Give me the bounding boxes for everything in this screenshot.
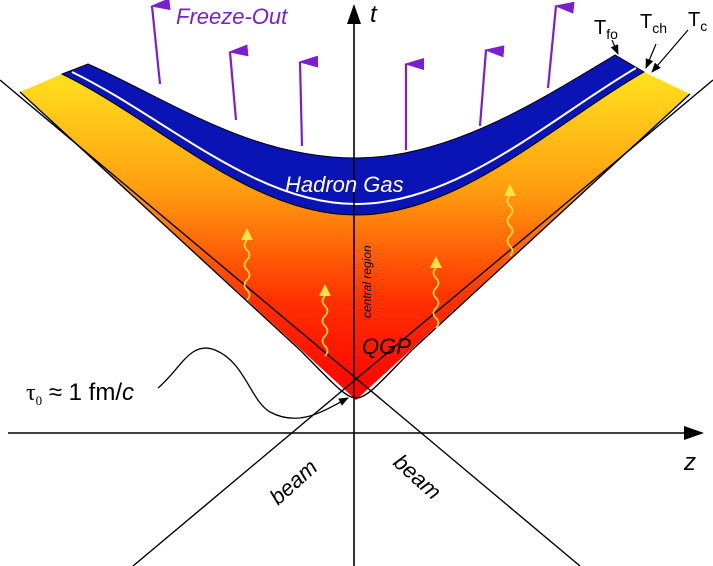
tau0-label: τ0 ≈ 1 fm/c [26,379,134,408]
freeze-out-arrows [150,0,575,150]
arrow-up-icon [298,55,319,147]
hadron-gas-label: Hadron Gas [285,172,404,197]
t-ch-label: Tch [640,11,667,36]
wavy-arrow-icon [243,239,251,301]
arrow-up-icon [228,44,249,121]
photon-emissions [243,195,514,357]
wavy-arrow-icon [432,267,440,329]
t-fo-label: Tfo [594,17,618,42]
wavy-arrow-icon [506,195,514,257]
light-cone-left [0,79,581,566]
z-axis-label: z [683,449,696,476]
central-region-label: central region [360,245,374,318]
arrow-up-icon [546,1,575,89]
t-ch-pointer [645,43,657,69]
beam-left-label: beam [265,454,323,509]
t-c-label: Tc [688,9,707,34]
chemical-freeze-out-line [71,67,637,206]
tau0-pointer [157,347,349,419]
t-fo-pointer [610,39,619,55]
freeze-out-label: Freeze-Out [176,4,288,29]
arrow-up-icon [150,0,171,85]
wavy-arrow-icon [321,295,329,357]
tau0-hyperbola [19,91,691,399]
qgp-label: QGP [362,334,411,359]
light-cone-right [132,79,713,566]
t-axis-label: t [370,1,378,28]
arrow-up-icon [478,45,505,127]
t-c-pointer [651,29,689,73]
qgp-region [20,72,690,400]
beam-right-label: beam [389,449,447,504]
photon-heads [241,184,516,296]
